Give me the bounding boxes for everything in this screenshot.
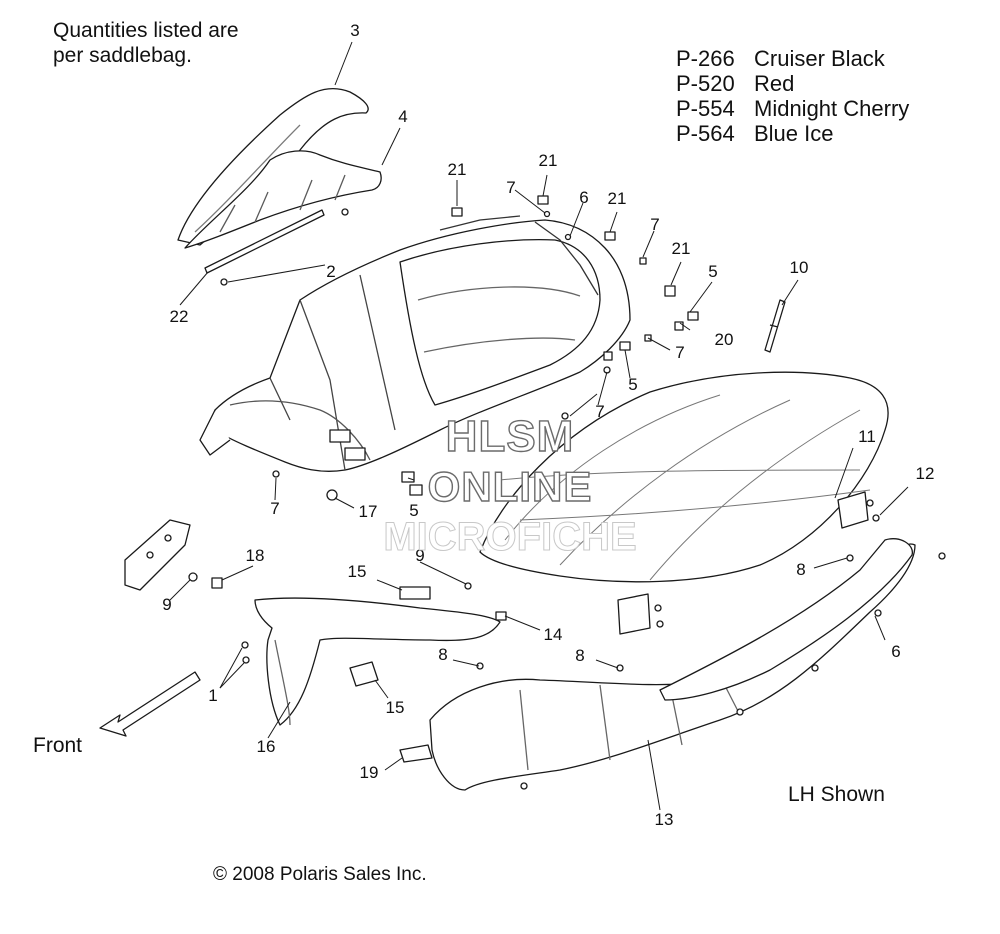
callout-7: 7: [270, 499, 280, 518]
color-name: Blue Ice: [754, 121, 834, 146]
front-panel-part-16: [254, 597, 501, 726]
callout-9: 9: [415, 546, 425, 565]
hinge-plate: [124, 519, 191, 591]
callout-4: 4: [398, 107, 408, 126]
callout-6: 6: [891, 642, 901, 661]
decal-19: [399, 744, 433, 763]
callout-21: 21: [447, 160, 467, 179]
callout-16: 16: [256, 737, 276, 756]
callout-7: 7: [675, 343, 685, 362]
callout-21: 21: [671, 239, 691, 258]
quantity-note-line-1: Quantities listed are: [53, 19, 239, 42]
decal-15-upper: [399, 586, 431, 600]
callout-5: 5: [628, 375, 638, 394]
lower-shell-part-13: [429, 543, 916, 791]
callout-12: 12: [915, 464, 935, 483]
lid-shell: [479, 371, 889, 583]
watermark-line-1: HLSM: [445, 411, 575, 461]
callout-20: 20: [714, 330, 734, 349]
color-code-list: P-266 Cruiser Black P-520 Red P-554 Midnigh…: [676, 46, 909, 146]
callout-8: 8: [438, 645, 448, 664]
quantity-note: Quantities listed are per saddlebag.: [53, 18, 239, 68]
callout-5: 5: [409, 501, 419, 520]
callout-6: 6: [579, 188, 589, 207]
color-code: P-554: [676, 96, 735, 121]
front-label: Front: [33, 734, 83, 757]
color-code-row: P-266 Cruiser Black: [676, 46, 909, 71]
bracket-part-11: [837, 491, 869, 529]
callout-8: 8: [575, 646, 585, 665]
copyright: © 2008 Polaris Sales Inc.: [213, 864, 427, 885]
callout-3: 3: [350, 21, 360, 40]
callout-8: 8: [796, 560, 806, 579]
callout-10: 10: [789, 258, 809, 277]
watermark-line-2: ONLINE: [427, 462, 593, 510]
color-code-row: P-564 Blue Ice: [676, 121, 909, 146]
callout-19: 19: [359, 763, 379, 782]
callout-7: 7: [650, 215, 660, 234]
strip-part-22: [204, 209, 325, 274]
callout-18: 18: [245, 546, 265, 565]
view-label: LH Shown: [788, 783, 885, 806]
callout-21: 21: [538, 151, 558, 170]
callout-22: 22: [169, 307, 189, 326]
callout-14: 14: [543, 625, 563, 644]
callout-9: 9: [162, 595, 172, 614]
color-code: P-520: [676, 71, 735, 96]
color-name: Cruiser Black: [754, 46, 885, 71]
bracket-lower: [617, 593, 651, 635]
callout-13: 13: [654, 810, 674, 829]
callout-17: 17: [358, 502, 378, 521]
callout-15: 15: [385, 698, 405, 717]
watermark-line-3: MICROFICHE: [383, 515, 637, 560]
decal-15-lower: [349, 661, 379, 687]
callout-5: 5: [708, 262, 718, 281]
callout-7: 7: [506, 178, 516, 197]
quantity-note-line-2: per saddlebag.: [53, 44, 192, 67]
callout-2: 2: [326, 262, 336, 281]
color-name: Red: [754, 71, 795, 96]
color-code: P-564: [676, 121, 735, 146]
rear-trim-part-6: [659, 538, 913, 701]
color-code-row: P-520 Red: [676, 71, 909, 96]
lid-liner-part-4: [184, 150, 382, 249]
callout-21: 21: [607, 189, 627, 208]
callout-1: 1: [208, 686, 218, 705]
front-arrow: [99, 671, 201, 737]
callout-11: 11: [858, 427, 876, 446]
color-code: P-266: [676, 46, 735, 71]
callout-15: 15: [347, 562, 367, 581]
color-code-row: P-554 Midnight Cherry: [676, 96, 909, 121]
callout-7: 7: [595, 402, 605, 421]
color-name: Midnight Cherry: [754, 96, 910, 121]
